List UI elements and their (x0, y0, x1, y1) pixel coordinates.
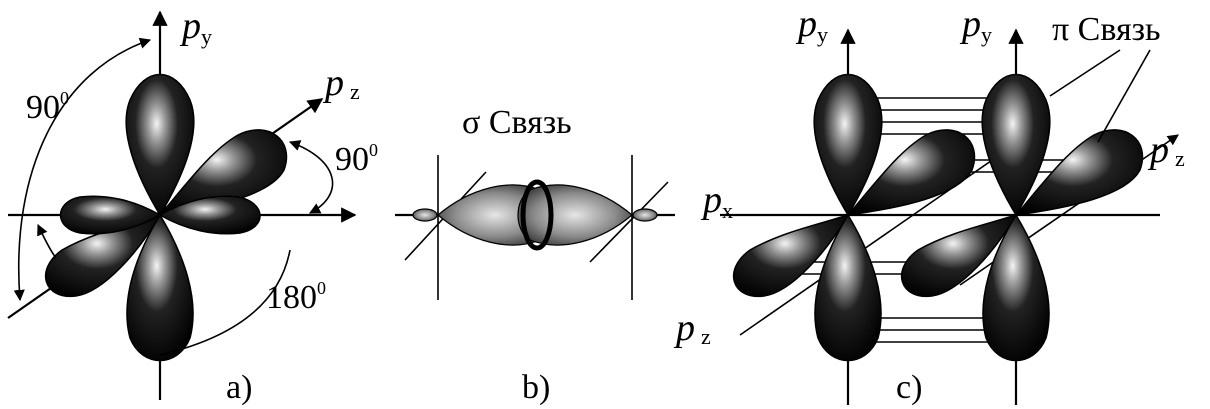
b-small-lobe-right (633, 209, 657, 221)
a-py-label: py (179, 5, 212, 49)
a-caption: a) (226, 369, 252, 406)
c-py-right-label: py (959, 3, 992, 47)
c-pi-bond-label: π Связь (1052, 11, 1161, 48)
c-pi-pointer-1 (1050, 50, 1120, 96)
c-caption: c) (896, 369, 922, 406)
arc-small (38, 225, 56, 258)
b-caption: b) (522, 369, 550, 406)
arc-90-right (290, 142, 333, 213)
a-angle-180: 1800 (266, 278, 326, 316)
c-pi-pointer-2 (1098, 50, 1150, 142)
b-small-lobe-left (413, 209, 437, 221)
c-px-label: px (700, 179, 733, 223)
a-angle-90-right: 900 (335, 140, 378, 178)
a-angle-90-left: 900 (26, 88, 69, 126)
figure-b: σ Связь b) (395, 104, 675, 406)
c-py-left-label: py (795, 3, 828, 47)
b-title: σ Связь (462, 104, 572, 141)
